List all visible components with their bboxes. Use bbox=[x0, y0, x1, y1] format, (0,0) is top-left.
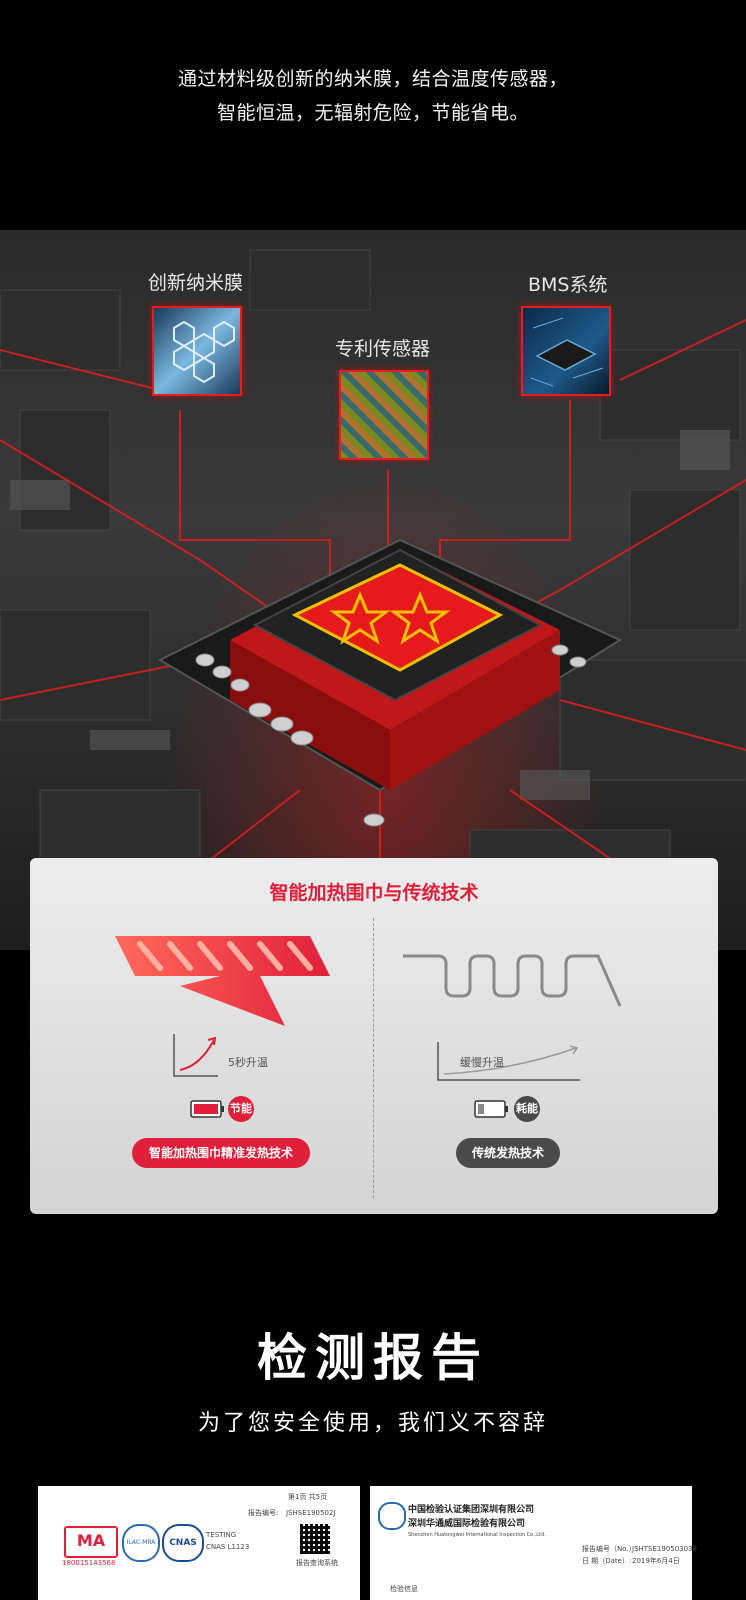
nano-film-icon bbox=[152, 306, 242, 396]
right-report-number-label: 报告编号（No.）: bbox=[582, 1545, 638, 1553]
traditional-tech-button[interactable]: 传统发热技术 bbox=[456, 1138, 560, 1168]
fast-rise-chart-icon bbox=[173, 1034, 218, 1077]
feature-label-nano-film: 创新纳米膜 bbox=[148, 272, 244, 294]
smart-heating-element-icon bbox=[115, 936, 330, 1026]
traditional-speed-label: 缓慢升温 bbox=[460, 1056, 504, 1069]
report-number: JSHSE190502J bbox=[286, 1509, 336, 1517]
chip-icon bbox=[530, 317, 604, 387]
org-name-en: Shenzhen Huatongwei International Inspec… bbox=[408, 1532, 546, 1538]
inspection-info-label: 检验信息 bbox=[390, 1585, 418, 1593]
smart-tech-button[interactable]: 智能加热围巾精准发热技术 bbox=[132, 1138, 310, 1168]
right-report-number: JSHTSE190503038 bbox=[632, 1545, 697, 1553]
battery-full-icon bbox=[190, 1100, 224, 1118]
certificate-left[interactable]: MA 180015143568 ILAC-MRA CNAS TESTING CN… bbox=[38, 1486, 360, 1600]
battery-low-icon bbox=[474, 1100, 508, 1118]
ccic-logo-icon bbox=[378, 1502, 406, 1530]
energy-consuming-badge: 耗能 bbox=[514, 1096, 540, 1122]
ilac-logo: ILAC-MRA bbox=[122, 1524, 160, 1562]
cnas-number: CNAS L1123 bbox=[206, 1543, 250, 1551]
page-indicator: 第1页 共5页 bbox=[288, 1493, 328, 1501]
cnas-logo: CNAS bbox=[162, 1524, 204, 1562]
report-date: 2019年6月4日 bbox=[632, 1557, 680, 1565]
sensor-icon bbox=[339, 370, 429, 460]
circuit-board-illustration: 创新纳米膜 专利传感器 BMS系统 bbox=[0, 230, 746, 950]
certificate-right[interactable]: 中国检验认证集团深圳有限公司 深圳华通威国际检验有限公司 Shenzhen Hu… bbox=[370, 1486, 697, 1600]
org-name-cn-1: 中国检验认证集团深圳有限公司 bbox=[408, 1505, 535, 1515]
slow-rise-chart-icon bbox=[437, 1042, 580, 1081]
testing-label: TESTING bbox=[206, 1531, 237, 1539]
feature-label-bms: BMS系统 bbox=[528, 274, 608, 296]
report-title: 检测报告 bbox=[257, 1329, 489, 1387]
comparison-title: 智能加热围巾与传统技术 bbox=[269, 882, 479, 904]
comparison-card: 智能加热围巾与传统技术 5秒升温 节能 智能加热围巾精准发热技术 缓慢升温 bbox=[30, 858, 718, 1214]
intro-text: 通过材料级创新的纳米膜，结合温度传感器， 智能恒温，无辐射危险，节能省电。 bbox=[0, 62, 746, 130]
intro-line-2: 智能恒温，无辐射危险，节能省电。 bbox=[216, 102, 529, 124]
comparison-divider bbox=[373, 918, 374, 1198]
date-label: 日 期（Date）: bbox=[582, 1557, 632, 1565]
org-name-cn-2: 深圳华通威国际检验有限公司 bbox=[408, 1519, 526, 1529]
smart-speed-label: 5秒升温 bbox=[228, 1056, 268, 1069]
bms-chip-icon bbox=[521, 306, 611, 396]
hexagon-lattice-icon bbox=[173, 320, 235, 384]
report-number-label: 报告编号: bbox=[248, 1509, 279, 1517]
report-subtitle: 为了您安全使用，我们义不容辞 bbox=[197, 1411, 548, 1436]
cma-logo: MA bbox=[64, 1526, 118, 1558]
query-label: 报告查询系统 bbox=[296, 1559, 338, 1567]
traditional-heating-wire-icon bbox=[403, 954, 622, 1007]
intro-section bbox=[0, 0, 746, 230]
circuit-background bbox=[0, 249, 746, 950]
feature-label-sensor: 专利传感器 bbox=[335, 338, 431, 360]
qr-code-icon bbox=[300, 1524, 330, 1554]
cma-id: 180015143568 bbox=[62, 1559, 116, 1567]
energy-saving-badge: 节能 bbox=[228, 1096, 254, 1122]
intro-line-1: 通过材料级创新的纳米膜，结合温度传感器， bbox=[177, 68, 568, 90]
